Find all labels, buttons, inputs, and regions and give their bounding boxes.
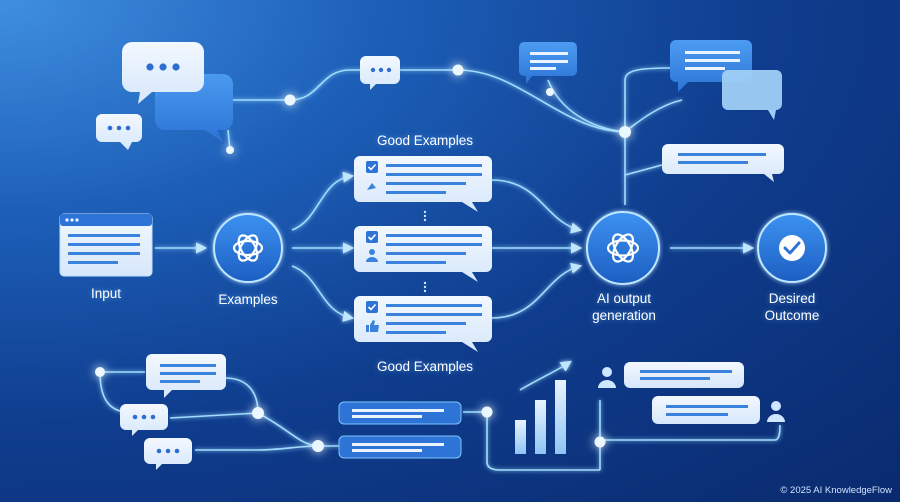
message-bubble: [722, 70, 782, 120]
connector-dot: [312, 440, 324, 452]
message-bubble: [662, 144, 784, 182]
thumbs-up-icon: [367, 183, 376, 190]
connector-dot: [95, 367, 105, 377]
trend-arrow: [519, 360, 572, 391]
arrow-examples-good-top: [291, 171, 355, 231]
browser-window-icon: [59, 213, 153, 277]
connector-line: [99, 371, 126, 413]
example-card: [354, 156, 492, 212]
connector-dot: [226, 146, 234, 154]
connector-line: [624, 67, 671, 132]
user-icon: [366, 249, 378, 262]
connector-dot: [284, 94, 296, 106]
chat-bubble-icon: [120, 404, 168, 436]
connector-line: [624, 99, 683, 133]
example-card: [354, 296, 492, 352]
chat-bubble-icon: [122, 42, 204, 104]
connector-line: [600, 424, 781, 441]
connector-line: [169, 412, 259, 419]
connector-dot: [252, 407, 264, 419]
arrow-examples-good-bottom: [291, 265, 355, 322]
ai-output-node: [586, 211, 660, 285]
ellipsis-dots: [423, 281, 427, 293]
connector-line: [224, 377, 259, 414]
user-icon: [598, 367, 616, 388]
desired-outcome-label: Desired Outcome: [764, 291, 820, 323]
thumbs-up-icon: [366, 320, 379, 332]
message-bubble: [652, 396, 760, 424]
good-examples-top-label: Good Examples: [376, 133, 474, 148]
chat-bubble-icon: [144, 438, 192, 470]
bar-chart-icon: [515, 380, 566, 454]
examples-node: [213, 213, 283, 283]
arrow-good-bottom-ai: [491, 262, 583, 319]
checkbox-icon: [366, 231, 378, 243]
connector-line: [624, 164, 663, 176]
connector-dot: [594, 436, 606, 448]
message-bubble: [519, 42, 577, 84]
message-bubble: [624, 362, 744, 388]
connector-dot: [481, 406, 493, 418]
checkbox-icon: [366, 301, 378, 313]
connector-dot: [619, 126, 631, 138]
checkmark-icon: [779, 235, 805, 261]
connector-dot: [452, 64, 464, 76]
ai-output-label: AI output generation: [592, 291, 656, 323]
openai-logo-icon: [232, 234, 264, 262]
good-examples-bottom-label: Good Examples: [376, 359, 474, 374]
message-bubble: [338, 435, 462, 459]
connector-line: [195, 445, 319, 451]
chat-bubble-icon: [96, 114, 142, 150]
input-label: Input: [90, 286, 122, 301]
connector-line: [257, 412, 319, 447]
user-icon: [767, 401, 785, 422]
checkbox-icon: [366, 161, 378, 173]
desired-outcome-node: [757, 213, 827, 283]
connector-dots: [95, 64, 631, 452]
connector-line: [232, 69, 365, 101]
examples-label: Examples: [218, 292, 278, 307]
connector-dot: [546, 88, 554, 96]
ellipsis-dots: [423, 210, 427, 222]
openai-logo-icon: [606, 233, 640, 263]
message-bubble: [338, 401, 462, 425]
message-bubble: [146, 354, 226, 398]
connector-line: [400, 69, 626, 133]
chat-bubble-icon: [360, 56, 400, 90]
copyright-text: © 2025 AI KnowledgeFlow: [780, 485, 892, 496]
example-card: [354, 226, 492, 282]
connector-line: [486, 412, 600, 471]
arrow-good-top-ai: [491, 179, 583, 234]
